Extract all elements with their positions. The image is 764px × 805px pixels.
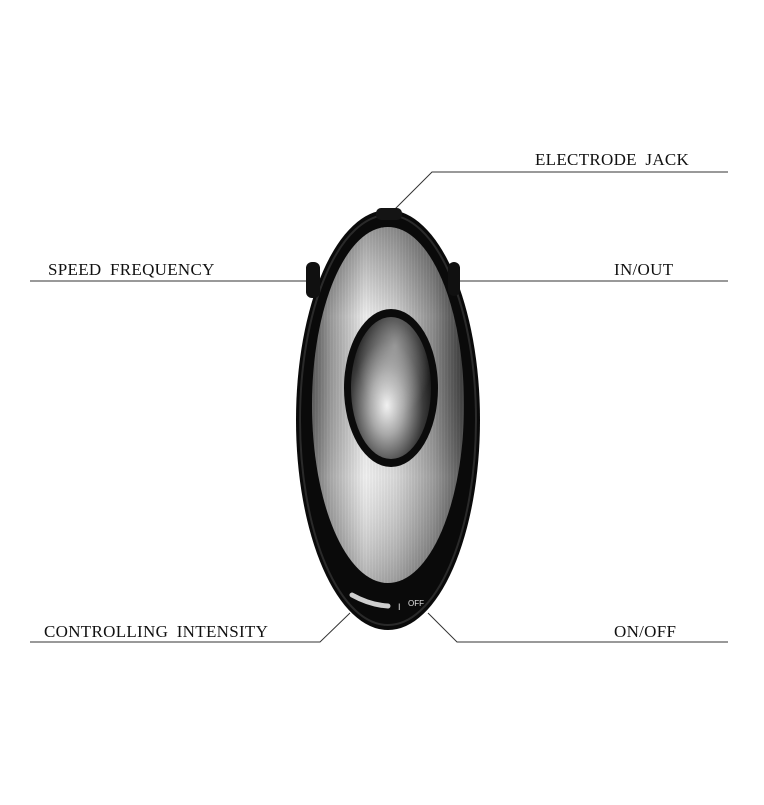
leader-line-electrode-jack <box>388 171 728 216</box>
leader-line-on-off <box>427 612 728 643</box>
label-speed-frequency: SPEED FREQUENCY <box>48 260 215 279</box>
intensity-slider[interactable] <box>349 592 391 609</box>
label-controlling-intensity: CONTROLLING INTENSITY <box>44 622 269 641</box>
label-on-off: ON/OFF <box>614 622 677 641</box>
electrode-jack[interactable] <box>376 208 402 220</box>
label-electrode-jack: ELECTRODE JACK <box>535 150 690 169</box>
switch-mark-off: OFF <box>408 599 424 608</box>
leader-line-controlling-intensity <box>30 612 351 643</box>
label-in-out: IN/OUT <box>614 260 674 279</box>
in-out-side-button[interactable] <box>448 262 460 296</box>
speed-frequency-side-button[interactable] <box>306 262 320 298</box>
leader-lines <box>30 171 728 643</box>
switch-mark-on: I <box>398 602 401 612</box>
